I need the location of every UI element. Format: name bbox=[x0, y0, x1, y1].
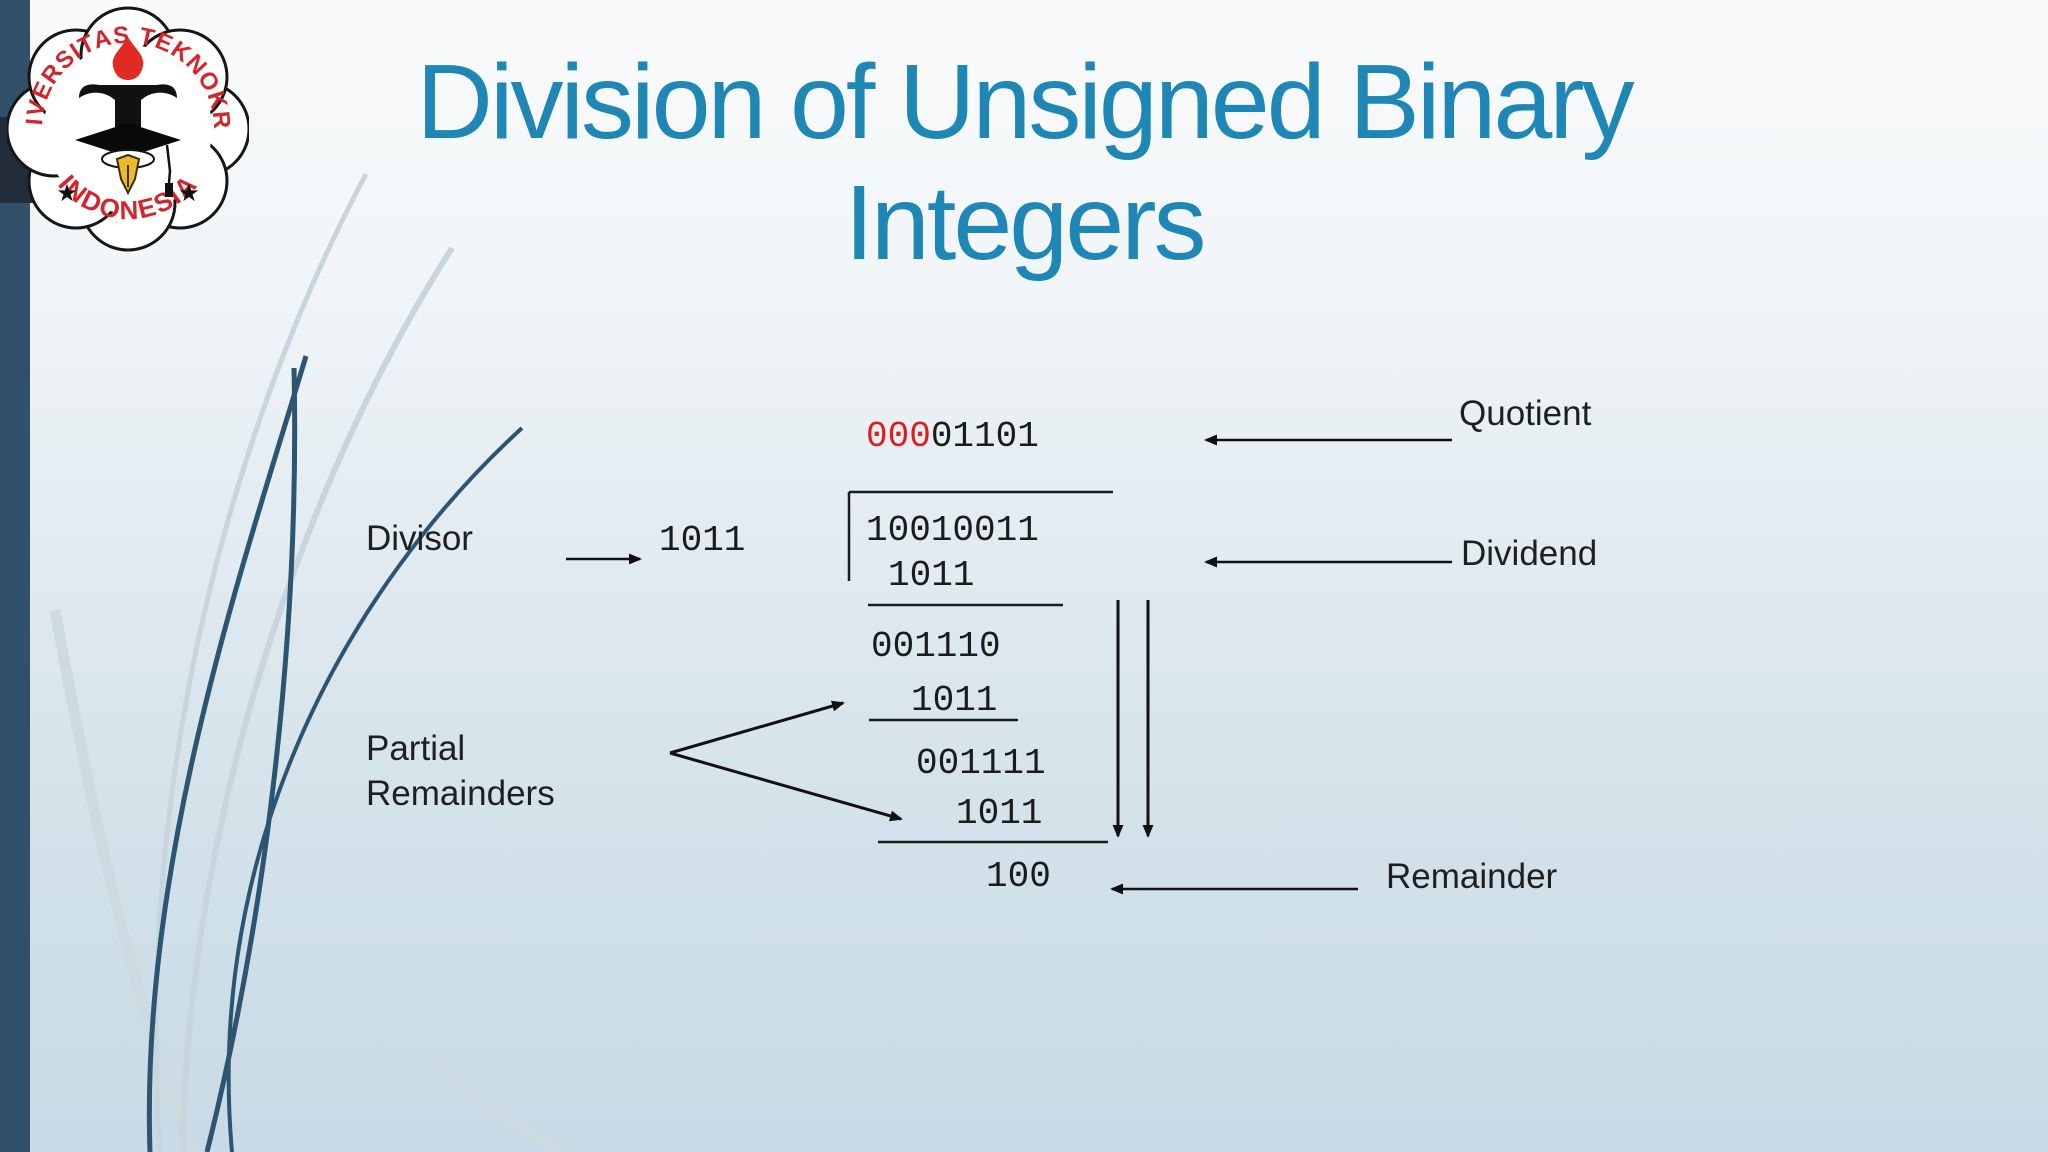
quotient-leading-zeros: 000 bbox=[866, 416, 931, 457]
partial-remainders-label-line2: Remainders bbox=[366, 774, 555, 813]
partial-remainder-2: 001111 bbox=[916, 743, 1046, 784]
swirl-light-3 bbox=[426, 1052, 567, 1152]
partial-remainders-arrow-upper bbox=[669, 700, 845, 755]
dividend-value: 10010011 bbox=[866, 510, 1039, 551]
remainder-value: 100 bbox=[986, 856, 1051, 897]
swirl-light-1 bbox=[153, 172, 369, 1152]
quotient-digits: 01101 bbox=[930, 416, 1039, 457]
page-title: Division of Unsigned Binary Integers bbox=[0, 42, 2048, 284]
swirl-light-2 bbox=[179, 246, 455, 1152]
subtrahend-1: 1011 bbox=[888, 555, 975, 596]
partial-remainder-1: 001110 bbox=[871, 626, 1001, 667]
title-line-2: Integers bbox=[844, 164, 1206, 282]
swirl-dark-2 bbox=[204, 367, 298, 1152]
remainder-label: Remainder bbox=[1386, 857, 1558, 896]
subtrahend-2: 1011 bbox=[911, 680, 998, 721]
dividend-label: Dividend bbox=[1461, 534, 1598, 573]
quotient-label: Quotient bbox=[1459, 394, 1592, 433]
partial-remainders-label-line1: Partial bbox=[366, 729, 466, 768]
partial-remainders-arrow-lower bbox=[669, 751, 903, 822]
subtrahend-3: 1011 bbox=[956, 793, 1043, 834]
swirl-light-wide bbox=[49, 609, 201, 1152]
quotient-value: 00001101 bbox=[866, 417, 1039, 457]
partial-remainders-label: Partial Remainders bbox=[366, 726, 555, 816]
divisor-label: Divisor bbox=[366, 519, 473, 558]
title-line-1: Division of Unsigned Binary bbox=[416, 43, 1634, 161]
divisor-value: 1011 bbox=[659, 520, 746, 561]
swirl-dark-1 bbox=[146, 355, 309, 1152]
